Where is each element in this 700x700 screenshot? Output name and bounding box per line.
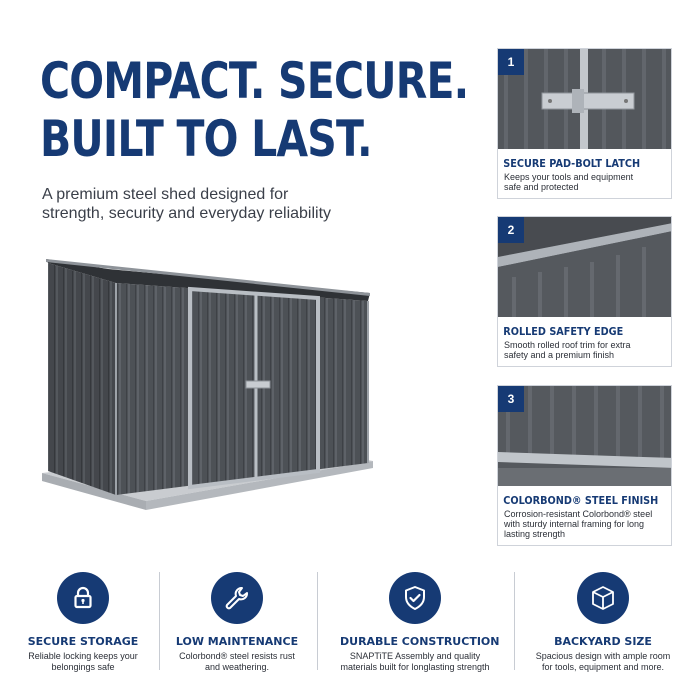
feature-description: Spacious design with ample room for tool… — [528, 651, 678, 673]
feature-description: SNAPTiTE Assembly and quality materials … — [340, 651, 490, 673]
steel-finish-photo: 3 — [498, 386, 671, 486]
feature-description-line: for tools, equipment and more. — [541, 662, 665, 672]
divider — [514, 572, 515, 670]
feature-description: Colorbond® steel resists rust and weathe… — [162, 651, 312, 673]
card-description: Corrosion-resistant Colorbond® steel wit… — [498, 509, 671, 545]
feature-title: BACKYARD SIZE — [554, 635, 652, 648]
box-icon — [577, 572, 629, 624]
card-description-line: Keeps your tools and equipment — [504, 172, 634, 182]
divider — [317, 572, 318, 670]
card-description-line: Corrosion-resistant Colorbond® steel — [504, 509, 653, 519]
feature-description-line: belongings safe — [51, 662, 115, 672]
feature-low-maintenance: LOW MAINTENANCE Colorbond® steel resists… — [162, 572, 312, 673]
feature-description-line: materials built for longlasting strength — [340, 662, 490, 672]
card-description-line: safe and protected — [504, 182, 579, 192]
card-description-line: Smooth rolled roof trim for extra — [504, 340, 631, 350]
card-description-line: lasting strength — [504, 529, 566, 539]
feature-description-line: and weathering. — [204, 662, 270, 672]
rolled-edge-photo: 2 — [498, 217, 671, 317]
subheadline: A premium steel shed designed for streng… — [42, 185, 472, 223]
divider — [159, 572, 160, 670]
card-title: SECURE PAD-BOLT LATCH — [503, 157, 641, 170]
card-description-line: safety and a premium finish — [504, 350, 615, 360]
subheadline-line-2: strength, security and everyday reliabil… — [42, 205, 332, 222]
feature-card-rolled-edge: 2 ROLLED SAFETY EDGE Smooth rolled roof … — [497, 216, 672, 367]
feature-description-line: Spacious design with ample room — [535, 651, 671, 661]
shield-check-icon — [389, 572, 441, 624]
padlock-icon — [57, 572, 109, 624]
headline: COMPACT. SECURE. BUILT TO LAST. — [40, 52, 480, 168]
wrench-icon — [211, 572, 263, 624]
card-title: ROLLED SAFETY EDGE — [503, 325, 624, 338]
card-title: COLORBOND® STEEL FINISH — [503, 494, 659, 507]
card-description: Smooth rolled roof trim for extra safety… — [498, 340, 671, 366]
feature-description-line: Colorbond® steel resists rust — [179, 651, 295, 661]
feature-description-line: SNAPTiTE Assembly and quality — [349, 651, 481, 661]
card-number-badge: 3 — [498, 386, 524, 412]
card-description: Keeps your tools and equipment safe and … — [498, 172, 671, 198]
feature-secure-storage: SECURE STORAGE Reliable locking keeps yo… — [8, 572, 158, 673]
feature-description-line: Reliable locking keeps your — [28, 651, 138, 661]
feature-title: DURABLE CONSTRUCTION — [340, 635, 500, 648]
headline-line-1: COMPACT. SECURE. — [40, 52, 469, 110]
feature-card-steel-finish: 3 COLORBOND® STEEL FINISH Corrosion-resi… — [497, 385, 672, 546]
card-description-line: with sturdy internal framing for long — [504, 519, 645, 529]
feature-backyard-size: BACKYARD SIZE Spacious design with ample… — [528, 572, 678, 673]
feature-description: Reliable locking keeps your belongings s… — [8, 651, 158, 673]
feature-card-latch: 1 SECURE PAD-BOLT LATCH Keeps your tools… — [497, 48, 672, 199]
pad-bolt-latch-photo: 1 — [498, 49, 671, 149]
feature-durable-construction: DURABLE CONSTRUCTION SNAPTiTE Assembly a… — [340, 572, 500, 673]
feature-title: SECURE STORAGE — [27, 635, 139, 648]
feature-title: LOW MAINTENANCE — [175, 635, 299, 648]
card-number-badge: 1 — [498, 49, 524, 75]
card-number-badge: 2 — [498, 217, 524, 243]
subheadline-line-1: A premium steel shed designed for — [42, 186, 289, 203]
headline-line-2: BUILT TO LAST. — [40, 110, 373, 168]
shed-product-image — [38, 255, 378, 520]
